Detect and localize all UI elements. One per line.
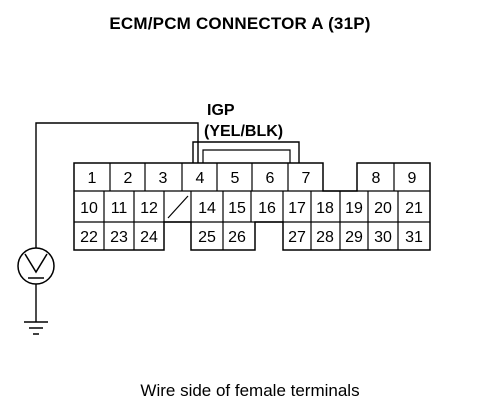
pin-11: 11 [111,200,128,217]
pin-14: 14 [198,200,216,217]
pin-6: 6 [266,170,275,187]
pin-15: 15 [228,200,246,217]
pin-12: 12 [140,200,158,217]
row1-dividers [109,163,395,191]
pin-10: 10 [80,200,98,217]
pin-3: 3 [159,170,168,187]
pin-16: 16 [258,200,276,217]
pin-25: 25 [198,229,216,246]
pin-22: 22 [80,229,98,246]
pin-7: 7 [302,170,311,187]
pin-27: 27 [288,229,306,246]
pin-26: 26 [228,229,246,246]
pin-8: 8 [372,170,381,187]
diagram-title: ECM/PCM CONNECTOR A (31P) [109,14,371,33]
pin-18: 18 [316,200,334,217]
pin-29: 29 [345,229,363,246]
probe-name-label: IGP [207,102,235,119]
pin-4: 4 [196,170,205,187]
igp-bracket-inner [202,149,291,163]
probe-wire-color-label: (YEL/BLK) [204,123,283,140]
probe-wire [35,122,199,248]
pin-9: 9 [408,170,417,187]
pin-2: 2 [124,170,133,187]
pin-21: 21 [405,200,423,217]
unused-cavity-slash [167,195,189,219]
ground-icon [24,321,48,335]
pin-5: 5 [231,170,240,187]
row2-dividers [103,191,399,222]
pin-30: 30 [374,229,392,246]
igp-bracket [192,141,300,163]
voltmeter-icon [17,247,55,285]
pin-24: 24 [140,229,158,246]
pin-31: 31 [405,229,423,246]
row3-dividers [103,222,399,250]
pin-1: 1 [88,170,97,187]
pin-28: 28 [316,229,334,246]
pin-17: 17 [288,200,306,217]
diagram-caption: Wire side of female terminals [140,381,360,400]
pin-23: 23 [110,229,128,246]
pin-19: 19 [345,200,363,217]
pin-20: 20 [374,200,392,217]
